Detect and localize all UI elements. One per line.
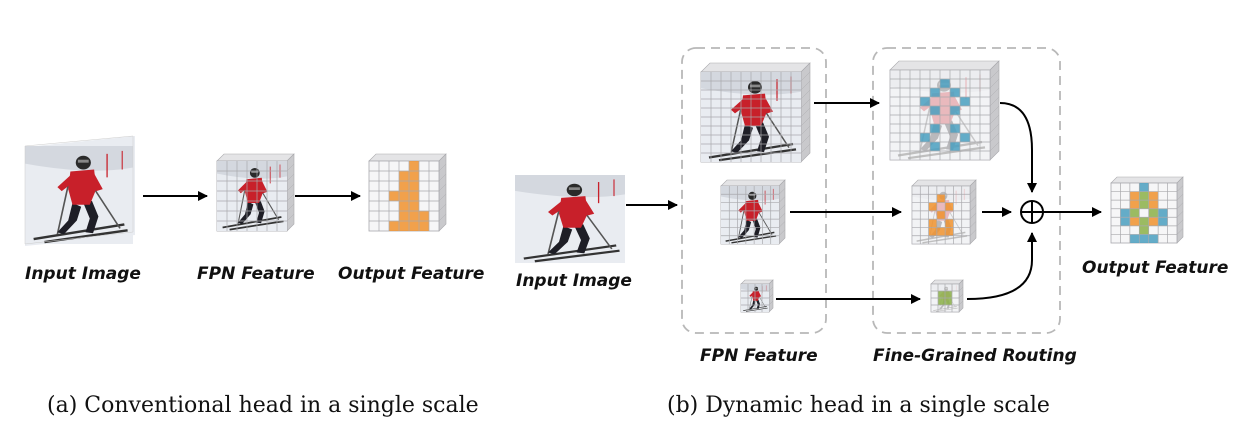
fine-grained-routing-group-box [872,47,1061,334]
arrow-routed-large-to-sum [999,102,1037,193]
fpn-feature-group-box [681,47,827,334]
output-feature-grid-b [1110,176,1184,244]
routed-feature-small [930,279,964,313]
fpn-feature-small [740,279,774,313]
fine-grained-routing-label: Fine-Grained Routing [873,346,1077,366]
fpn-feature-b-label: FPN Feature [700,346,818,366]
caption-b: (b) Dynamic head in a single scale [667,393,1050,418]
output-feature-grid-a [368,153,447,232]
arrow-routed-small-to-sum [966,232,1037,300]
input-image-a [25,135,135,246]
input-image-a-label: Input Image [25,264,141,284]
fpn-feature-grid-a [216,153,295,232]
routed-feature-medium [911,179,977,245]
input-image-b-label: Input Image [516,271,632,291]
fpn-feature-a-label: FPN Feature [197,264,315,284]
output-feature-a-label: Output Feature [338,264,485,284]
caption-a: (a) Conventional head in a single scale [47,393,479,418]
routed-feature-large [889,60,1000,161]
sum-node [1020,200,1044,224]
fpn-feature-large [700,62,811,163]
fpn-feature-medium [720,179,786,245]
input-image-b [515,175,625,263]
output-feature-b-label: Output Feature [1082,258,1229,278]
